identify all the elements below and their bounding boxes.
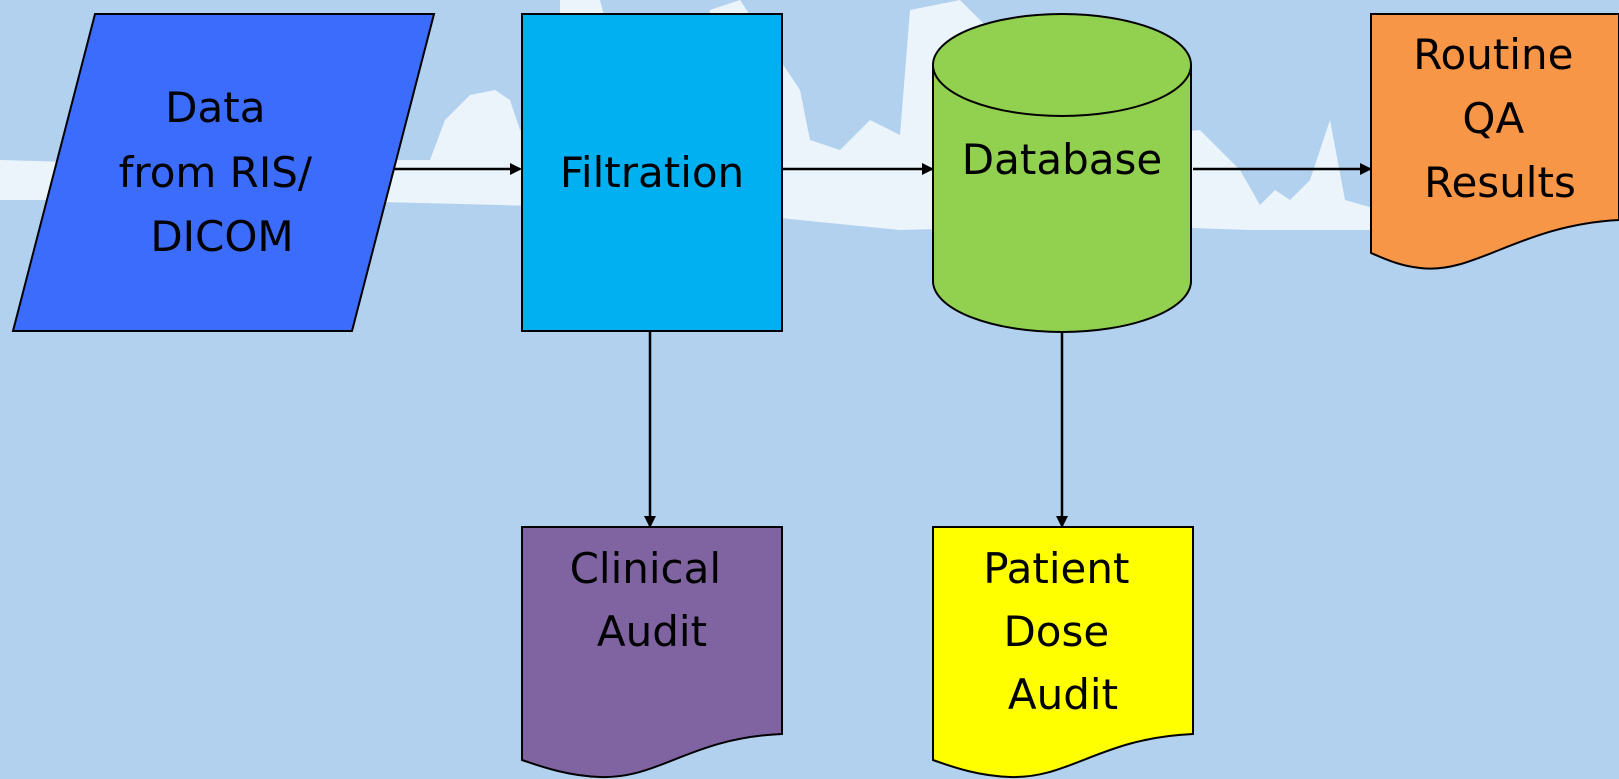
clinical-audit-line-2: Audit	[597, 607, 707, 656]
node-filtration: Filtration	[521, 13, 783, 332]
routine-qa-line-2: QA	[1462, 94, 1524, 143]
filtration-label: Filtration	[560, 148, 744, 197]
svg-text:Routine QA Results: Routine QA Results	[1413, 30, 1587, 207]
node-database: Database	[932, 13, 1192, 333]
data-source-parallelogram	[11, 13, 436, 332]
clinical-audit-document	[521, 526, 783, 779]
routine-qa-document	[1370, 13, 1619, 270]
filtration-box	[521, 13, 783, 332]
svg-text:Filtration: Filtration	[560, 148, 744, 197]
data-source-line-2: from RIS/	[119, 148, 313, 197]
node-clinical-audit: Clinical Audit	[521, 526, 783, 779]
routine-qa-line-3: Results	[1424, 158, 1576, 207]
data-source-line-1: Data	[165, 83, 265, 132]
database-label: Database	[962, 135, 1162, 184]
data-source-line-3: DICOM	[150, 212, 293, 261]
patient-dose-line-2: Dose	[1003, 607, 1109, 656]
patient-dose-audit-document	[932, 526, 1194, 779]
patient-dose-line-1: Patient	[983, 544, 1129, 593]
routine-qa-line-1: Routine	[1413, 30, 1573, 79]
svg-text:Data from RIS/ DIC: Data from RIS/ DICOM	[119, 83, 326, 261]
patient-dose-line-3: Audit	[1008, 670, 1118, 719]
svg-text:Clinical Audit: Clinical Audit	[570, 544, 735, 656]
svg-text:Patient Dose Audit: Patient Dose Audit	[983, 544, 1143, 719]
node-patient-dose-audit: Patient Dose Audit	[932, 526, 1194, 779]
svg-text:Database: Database	[962, 135, 1162, 184]
database-cylinder	[932, 13, 1192, 333]
database-cylinder-rim	[932, 64, 1192, 117]
node-data-source: Data from RIS/ DICOM	[11, 13, 436, 332]
connector-group	[388, 163, 1372, 528]
node-routine-qa: Routine QA Results	[1370, 13, 1619, 270]
clinical-audit-line-1: Clinical	[570, 544, 721, 593]
